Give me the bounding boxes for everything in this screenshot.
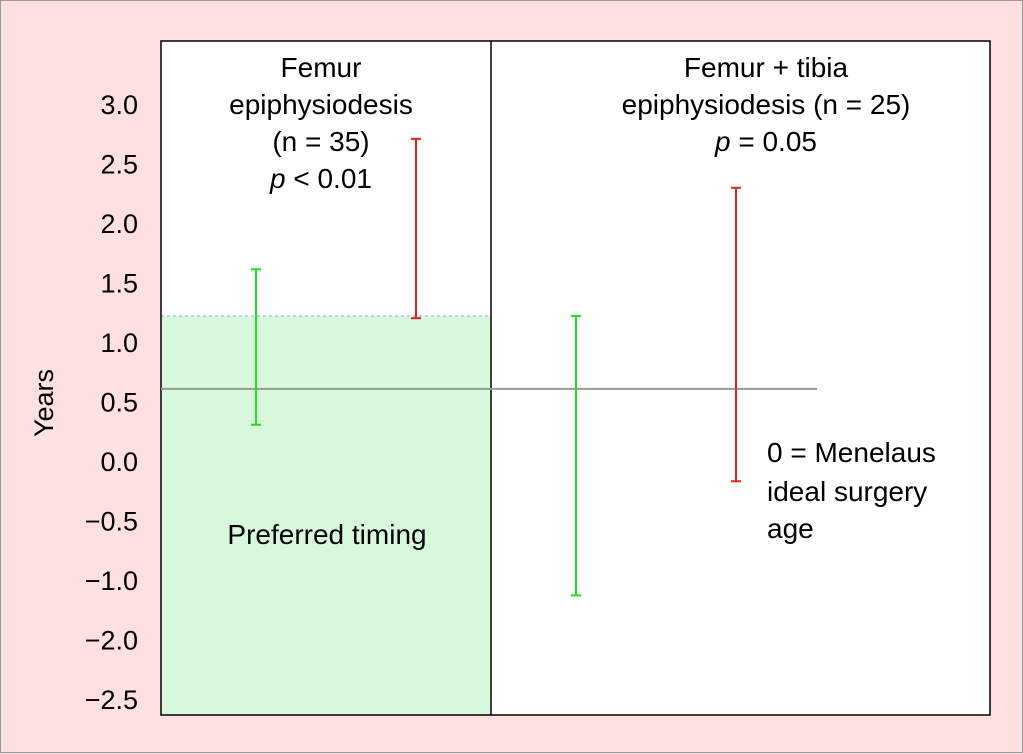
range-bar-panel-1-red xyxy=(411,137,421,320)
reference-note-line-2: ideal surgery xyxy=(767,476,927,507)
preferred-timing-region xyxy=(161,316,491,715)
panel-1-title-line-3: (n = 35) xyxy=(272,126,369,157)
y-axis-label: Years xyxy=(29,369,59,437)
y-tick-label: 0.0 xyxy=(100,447,138,477)
panel-1-p-value: p < 0.01 xyxy=(269,163,372,194)
range-bar-panel-2-red xyxy=(731,186,741,483)
y-tick-label: 1.0 xyxy=(100,328,138,358)
plot-border xyxy=(160,40,991,716)
panel-1-p-text: < 0.01 xyxy=(286,163,372,194)
panel-2-title-line-2: epiphysiodesis (n = 25) xyxy=(622,89,911,120)
y-tick-label: 0.5 xyxy=(100,388,138,418)
y-tick-label: −2.0 xyxy=(85,626,138,656)
y-tick-label: 2.0 xyxy=(100,209,138,239)
range-bar-panel-2-green xyxy=(571,315,581,597)
y-tick-label: 3.0 xyxy=(100,90,138,120)
y-tick-label: 2.5 xyxy=(100,150,138,180)
panel-2-p-value: p = 0.05 xyxy=(714,126,817,157)
y-tick-label: −1.0 xyxy=(85,566,138,596)
y-tick-label: −2.5 xyxy=(85,685,138,715)
y-axis-ticks: 3.0 2.5 2.0 1.5 1.0 0.5 0.0 −0.5 −1.0 −2.0 −2.5 xyxy=(85,90,138,715)
reference-note-line-3: age xyxy=(767,513,814,544)
y-tick-label: 1.5 xyxy=(100,269,138,299)
panel-1-title-line-1: Femur xyxy=(281,52,362,83)
panel-1-p-symbol: p xyxy=(269,163,286,194)
reference-note-line-1: 0 = Menelaus xyxy=(767,437,936,468)
range-bars xyxy=(251,137,741,597)
range-bar-panel-1-green xyxy=(251,268,261,426)
panel-2-title-line-1: Femur + tibia xyxy=(684,52,849,83)
preferred-timing-label: Preferred timing xyxy=(227,519,426,550)
y-tick-label: −0.5 xyxy=(85,507,138,537)
panel-1-title-line-2: epiphysiodesis xyxy=(229,89,413,120)
panel-2-p-text: = 0.05 xyxy=(731,126,817,157)
panel-2-p-symbol: p xyxy=(714,126,731,157)
